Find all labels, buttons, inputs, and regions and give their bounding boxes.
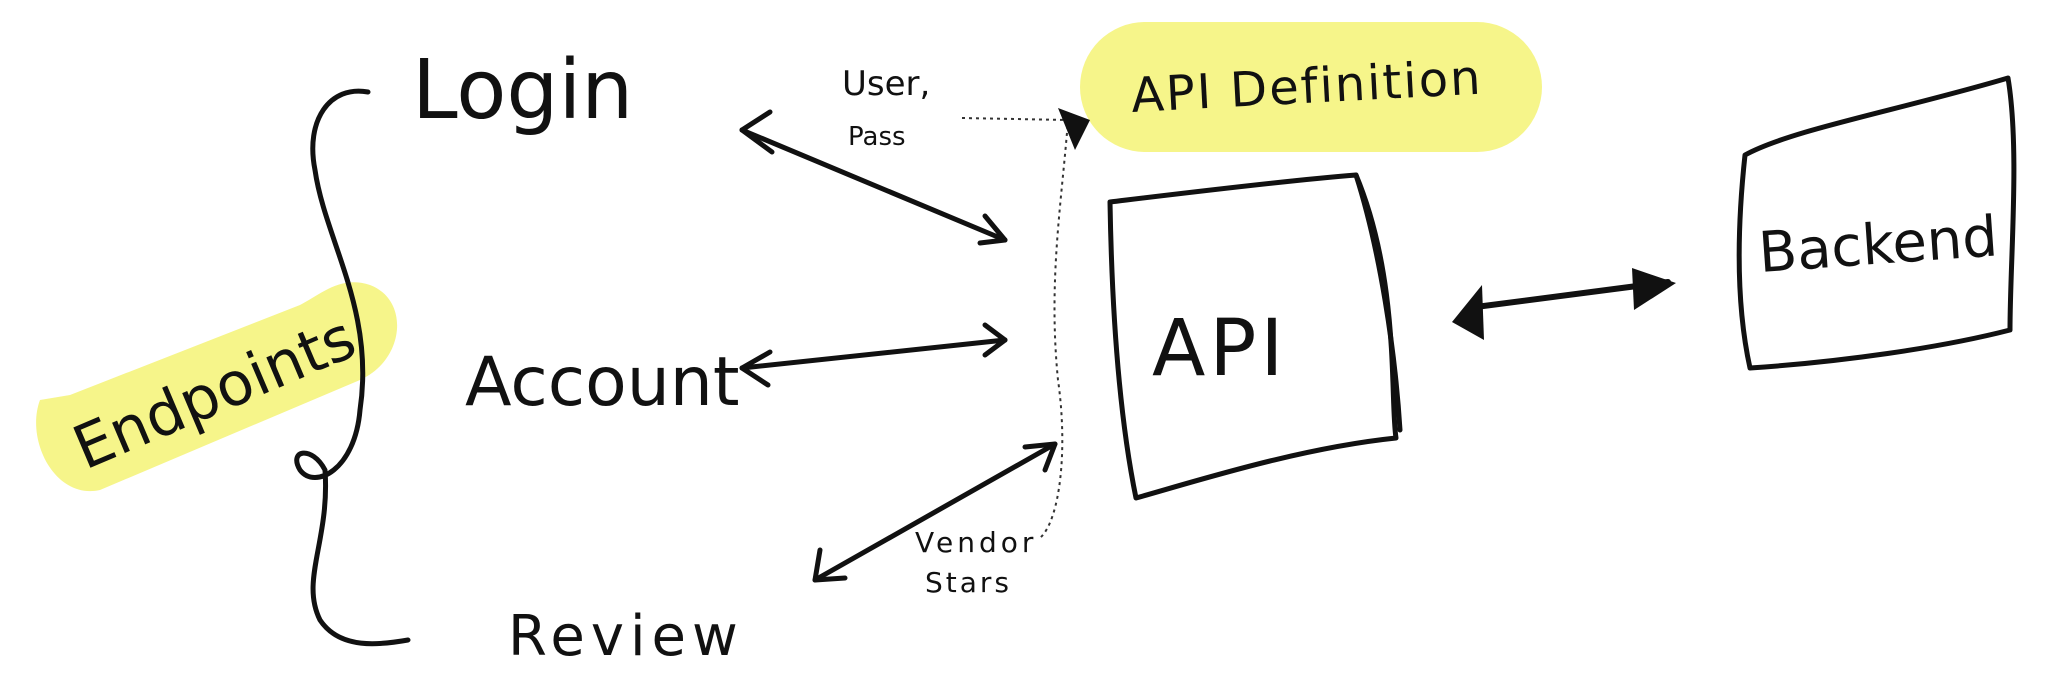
endpoints-highlight (36, 282, 398, 492)
endpoint-review-label: Review (508, 604, 744, 669)
api-backend-arrowhead-right (1632, 268, 1676, 310)
login-api-arrow (739, 109, 1008, 246)
endpoint-account-label: Account (465, 343, 740, 422)
api-definition-highlight (1080, 22, 1542, 152)
api-definition-connector (961, 117, 1070, 539)
api-backend-arrowhead-left (1452, 285, 1484, 340)
login-annotation-line1: User, (842, 64, 930, 104)
backend-box-label: Backend (1756, 204, 1999, 286)
review-annotation-line1: Vendor (915, 526, 1037, 559)
login-annotation-line2: Pass (848, 122, 906, 152)
api-box (1107, 172, 1399, 501)
account-api-arrow (739, 322, 1008, 388)
api-box-shadow-edge (1353, 172, 1403, 433)
api-box-label: API (1152, 304, 1287, 394)
api-definition-arrowhead (1058, 108, 1090, 150)
endpoints-brace (294, 88, 411, 647)
review-annotation-line2: Stars (925, 566, 1012, 599)
backend-box (1736, 75, 2017, 371)
api-backend-arrow (1452, 268, 1676, 340)
endpoint-login-label: Login (412, 43, 633, 138)
review-api-arrow (812, 441, 1058, 583)
